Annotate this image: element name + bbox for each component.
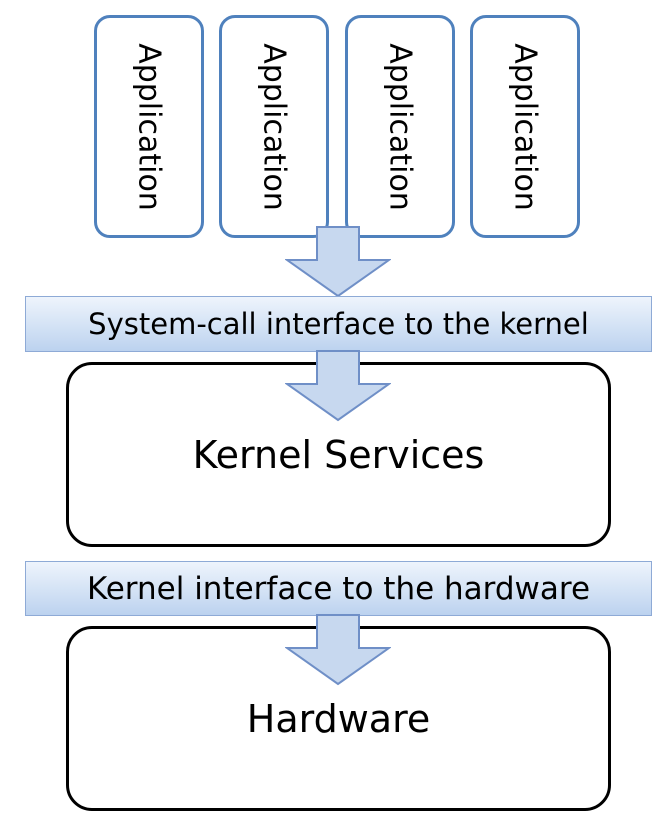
application-label: Application <box>382 42 418 211</box>
down-arrow-interface-to-hardware <box>285 614 391 686</box>
application-label: Application <box>131 42 167 211</box>
syscall-interface-label: System-call interface to the kernel <box>88 307 589 341</box>
application-label: Application <box>256 42 292 211</box>
application-box-2: Application <box>219 15 329 238</box>
application-label: Application <box>507 42 543 211</box>
application-box-3: Application <box>345 15 455 238</box>
application-box-1: Application <box>94 15 204 238</box>
syscall-interface-band: System-call interface to the kernel <box>25 296 652 352</box>
down-arrow-apps-to-syscall <box>285 226 391 298</box>
hardware-interface-band: Kernel interface to the hardware <box>25 561 652 616</box>
kernel-services-label: Kernel Services <box>192 432 485 477</box>
down-arrow-syscall-to-kernel <box>285 350 391 422</box>
application-box-4: Application <box>470 15 580 238</box>
hardware-interface-label: Kernel interface to the hardware <box>86 570 591 607</box>
hardware-label: Hardware <box>246 696 431 741</box>
